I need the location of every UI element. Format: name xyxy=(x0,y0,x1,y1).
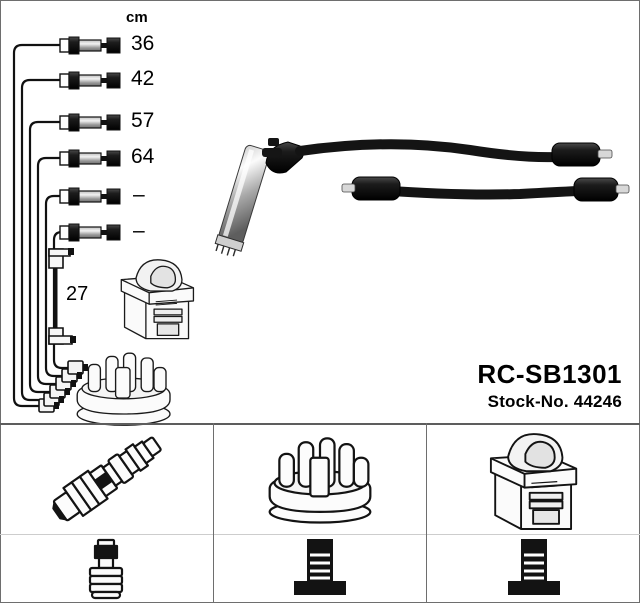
panel-top-ignition-coil xyxy=(427,423,640,534)
lead-length-4: 64 xyxy=(131,145,155,168)
lead-connector-6 xyxy=(59,223,121,242)
lead-connector-3 xyxy=(59,113,121,132)
lead-connector-2 xyxy=(59,71,121,90)
harness-terminal-group xyxy=(38,360,88,413)
lead-connector-4 xyxy=(59,149,121,168)
panel-top-distributor-cap xyxy=(214,423,427,534)
lead-length-2: 42 xyxy=(131,67,155,90)
main-illustration-area: cm 36 42 57 64 – – 27 RC-SB1301 Stock-No… xyxy=(12,9,630,426)
coil-lead-length: 27 xyxy=(66,283,89,305)
component-panel-strip xyxy=(0,423,640,603)
terminal-connector-icon xyxy=(507,539,560,596)
lead-length-5: – xyxy=(133,183,145,206)
lead-connector-5 xyxy=(59,187,121,206)
rubber-boot-icon xyxy=(89,539,124,600)
lead-connector-1 xyxy=(59,36,121,55)
main-lead-assembly xyxy=(214,138,630,257)
lead-length-6: – xyxy=(133,219,145,242)
distributor-cap-main xyxy=(76,352,171,426)
panel-bottom-terminal-connector xyxy=(213,534,427,603)
panel-bottom-rubber-boot xyxy=(0,534,213,603)
panel-strip-divider xyxy=(0,423,640,425)
ignition-coil-icon xyxy=(489,432,577,530)
part-number: RC-SB1301 xyxy=(477,359,622,389)
panel-bottom-terminal-connector-2 xyxy=(427,534,640,603)
distributor-cap-icon xyxy=(268,436,372,524)
stock-number: Stock-No. 44246 xyxy=(487,392,622,411)
panel-top-spark-plug xyxy=(0,423,213,534)
lead-length-1: 36 xyxy=(131,32,155,55)
spark-plug-icon xyxy=(52,436,163,521)
unit-header: cm xyxy=(126,9,148,26)
cable-harness-drawing xyxy=(12,36,630,426)
component-panel-ignition-coil xyxy=(426,423,640,603)
component-panel-spark-plug xyxy=(0,423,213,603)
component-panel-distributor-cap xyxy=(212,423,427,603)
ignition-coil-main xyxy=(120,259,195,340)
coil-lead-27 xyxy=(48,248,76,345)
lead-length-3: 57 xyxy=(131,109,155,132)
terminal-connector-icon xyxy=(294,539,346,596)
